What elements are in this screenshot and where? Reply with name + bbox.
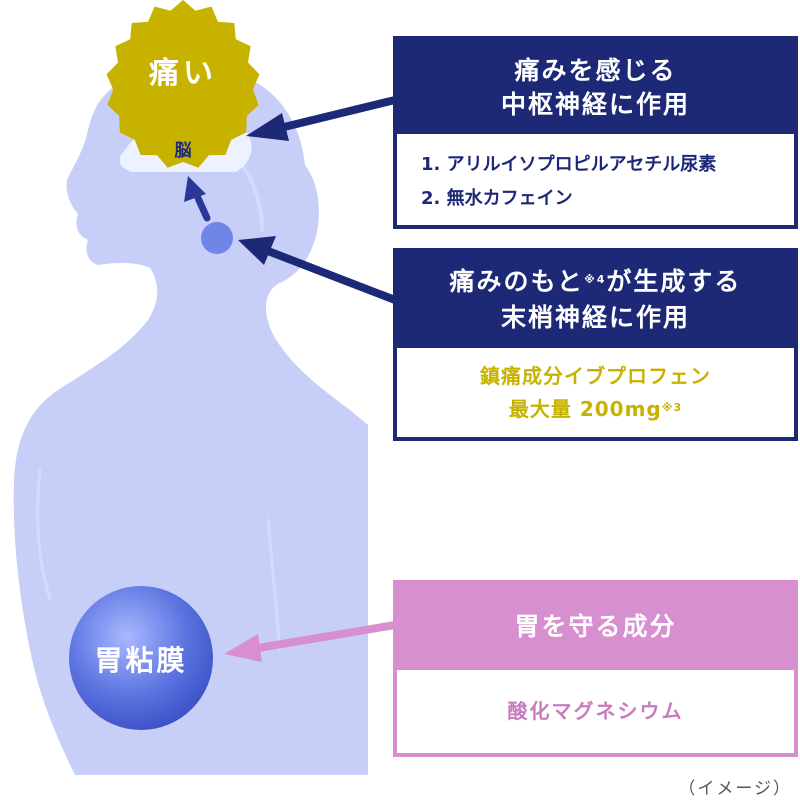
cns-box-header: 痛みを感じる 中枢神経に作用 [397, 40, 794, 134]
stomach-box-body: 酸化マグネシウム [397, 670, 794, 753]
stomach-orb [69, 586, 213, 730]
arrow-to-nerve [238, 236, 397, 304]
pns-item-2-main: 最大量 200mg [508, 397, 662, 421]
pns-title-line1: 痛みのもと※4が生成する [397, 264, 794, 300]
stomach-box-item: 酸化マグネシウム [507, 699, 684, 723]
pns-item-2-note: ※3 [661, 401, 683, 414]
pns-title-part1: 痛みのもと [449, 267, 585, 296]
pns-title-line2: 末梢神経に作用 [500, 303, 690, 332]
cns-box: 痛みを感じる 中枢神経に作用 1. アリルイソプロピルアセチル尿素 2. 無水カ… [393, 36, 798, 229]
stomach-box-title: 胃を守る成分 [514, 612, 677, 641]
nerve-to-brain-arrow [184, 176, 211, 222]
nerve-point [201, 222, 233, 254]
pns-item-2: 最大量 200mg※3 [397, 393, 794, 426]
arrow-to-stomach [224, 621, 396, 662]
arrow-to-brain [246, 96, 396, 141]
stomach-box-header: 胃を守る成分 [397, 584, 794, 670]
cns-title-line2: 中枢神経に作用 [500, 90, 690, 119]
cns-title-line1: 痛みを感じる [514, 56, 677, 85]
pns-box-body: 鎮痛成分イブプロフェン 最大量 200mg※3 [397, 348, 794, 437]
cns-item-2: 2. 無水カフェイン [421, 188, 573, 209]
pain-label: 痛い [149, 56, 217, 91]
pns-title-note: ※4 [584, 273, 607, 286]
stomach-box: 胃を守る成分 酸化マグネシウム [393, 580, 798, 757]
pain-burst-shape [106, 0, 260, 168]
brain-label: 脳 [174, 141, 192, 161]
stomach-label: 胃粘膜 [94, 644, 188, 677]
image-caption: （イメージ） [678, 779, 792, 799]
cns-box-body: 1. アリルイソプロピルアセチル尿素 2. 無水カフェイン [397, 134, 794, 225]
pns-title-part2: が生成する [606, 267, 742, 296]
pns-box-header: 痛みのもと※4が生成する 末梢神経に作用 [397, 252, 794, 348]
pns-item-1: 鎮痛成分イブプロフェン [480, 364, 711, 388]
cns-item-1: 1. アリルイソプロピルアセチル尿素 [421, 154, 717, 175]
pns-box: 痛みのもと※4が生成する 末梢神経に作用 鎮痛成分イブプロフェン 最大量 200… [393, 248, 798, 441]
